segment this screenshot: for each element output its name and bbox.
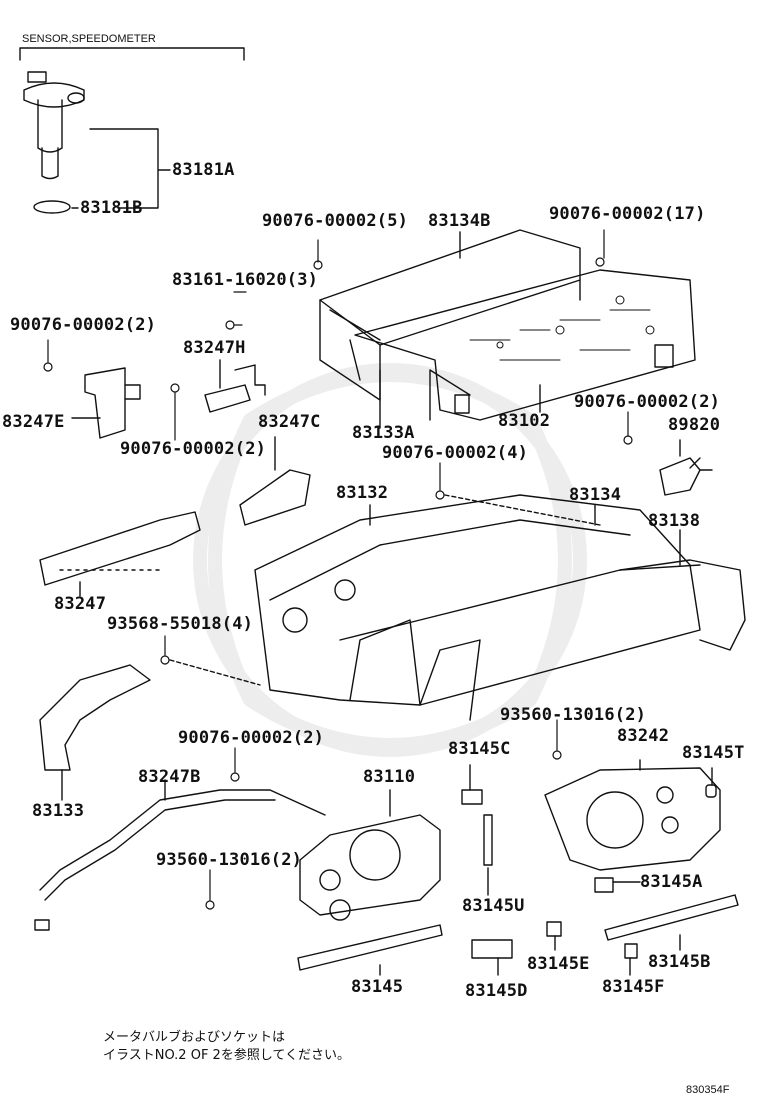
- part-label-83145u[interactable]: 83145U: [462, 896, 525, 916]
- o-ring: [33, 200, 71, 214]
- part-label-83133a[interactable]: 83133A: [352, 423, 415, 443]
- bulb-83145t: [705, 784, 717, 798]
- footnote-line-2: イラストNO.2 OF 2を参照してください。: [103, 1048, 351, 1063]
- plate-83247c: [239, 469, 311, 526]
- part-label-83134[interactable]: 83134: [569, 485, 622, 505]
- main-case: [254, 494, 746, 721]
- bracket-83247e: [84, 367, 141, 439]
- part-label-83145e[interactable]: 83145E: [527, 954, 590, 974]
- strip-83145: [297, 924, 443, 971]
- part-83145d: [471, 939, 513, 959]
- connector-89820: [659, 457, 713, 496]
- screw-guide-line: [169, 659, 261, 686]
- sensor-group-label: SENSOR,SPEEDOMETER: [22, 33, 156, 45]
- part-label-93568[interactable]: 93568-55018(4): [107, 614, 254, 634]
- part-label-90076-2c[interactable]: 90076-00002(2): [574, 392, 721, 412]
- watermark-emblem: [193, 363, 587, 757]
- circuit-board-83102: [354, 269, 696, 421]
- part-label-83181b[interactable]: 83181B: [80, 198, 143, 218]
- sensor-group-bracket: [19, 47, 245, 61]
- plate-83247: [39, 511, 201, 586]
- part-83145a: [594, 877, 614, 893]
- part-label-83145t[interactable]: 83145T: [682, 743, 745, 763]
- part-label-83242[interactable]: 83242: [617, 726, 670, 746]
- part-label-83247[interactable]: 83247: [54, 594, 107, 614]
- part-label-90076-5[interactable]: 90076-00002(5): [262, 211, 409, 231]
- part-83145f: [624, 943, 638, 959]
- speed-sensor-drawing: [23, 71, 85, 180]
- part-83145c: [461, 789, 483, 805]
- part-label-83161[interactable]: 83161-16020(3): [172, 270, 319, 290]
- part-label-83133[interactable]: 83133: [32, 801, 85, 821]
- part-label-83102[interactable]: 83102: [498, 411, 551, 431]
- harness-83247b: [34, 789, 326, 931]
- part-label-83145c[interactable]: 83145C: [448, 739, 511, 759]
- part-label-83247e[interactable]: 83247E: [2, 412, 65, 432]
- part-label-90076-4[interactable]: 90076-00002(4): [382, 443, 529, 463]
- part-label-90076-17[interactable]: 90076-00002(17): [549, 204, 706, 224]
- part-label-93560-a[interactable]: 93560-13016(2): [500, 705, 647, 725]
- part-83145u: [483, 814, 493, 866]
- part-label-83145f[interactable]: 83145F: [602, 977, 665, 997]
- part-label-83110[interactable]: 83110: [363, 767, 416, 787]
- part-label-83145[interactable]: 83145: [351, 977, 404, 997]
- part-label-83145b[interactable]: 83145B: [648, 952, 711, 972]
- diagram-reference-code: 830354F: [686, 1084, 730, 1096]
- duct-83133: [39, 664, 151, 771]
- part-label-83132[interactable]: 83132: [336, 483, 389, 503]
- part-label-83247c[interactable]: 83247C: [258, 412, 321, 432]
- part-label-83145d[interactable]: 83145D: [465, 981, 528, 1001]
- screws: [43, 229, 633, 910]
- part-label-93560-b[interactable]: 93560-13016(2): [156, 850, 303, 870]
- dial-panel-83242: [544, 767, 721, 871]
- part-label-90076-2d[interactable]: 90076-00002(2): [178, 728, 325, 748]
- part-label-83134b[interactable]: 83134B: [428, 211, 491, 231]
- part-label-90076-2a[interactable]: 90076-00002(2): [10, 315, 157, 335]
- dial-panel-83110: [299, 814, 441, 921]
- part-label-83181a[interactable]: 83181A: [172, 160, 235, 180]
- part-label-89820[interactable]: 89820: [668, 415, 721, 435]
- strip-83145b: [604, 894, 739, 941]
- bracket-83247h: [204, 364, 266, 413]
- part-label-83247h[interactable]: 83247H: [183, 338, 246, 358]
- part-label-83247b[interactable]: 83247B: [138, 767, 201, 787]
- part-label-90076-2b[interactable]: 90076-00002(2): [120, 439, 267, 459]
- footnote-line-1: メータバルブおよびソケットは: [103, 1030, 286, 1045]
- part-label-83138[interactable]: 83138: [648, 511, 701, 531]
- part-83145e: [546, 921, 562, 937]
- part-label-83145a[interactable]: 83145A: [640, 872, 703, 892]
